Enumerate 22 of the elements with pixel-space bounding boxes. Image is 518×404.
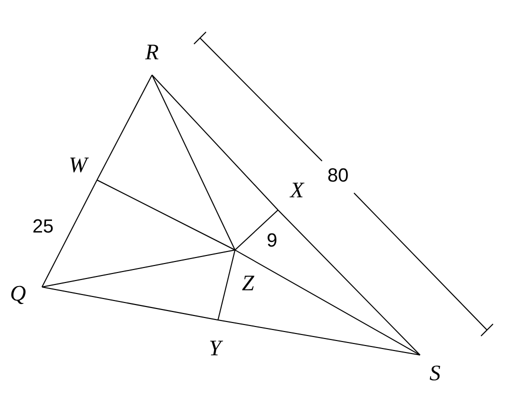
measure-label: 80 <box>328 168 348 182</box>
line-segment <box>278 210 420 356</box>
line-segment <box>152 74 236 250</box>
line-segment <box>218 320 420 356</box>
point: R <box>145 44 158 60</box>
point: Q <box>11 286 26 304</box>
line-segment <box>42 250 236 288</box>
line-segment <box>96 74 152 180</box>
line-segment <box>42 180 98 288</box>
line-segment <box>96 180 236 250</box>
line-segment <box>42 286 218 320</box>
line-segment <box>152 74 278 210</box>
point: W <box>70 158 89 172</box>
line-segment <box>234 250 420 356</box>
measure-label: 25 <box>33 219 53 233</box>
line-segment <box>234 210 278 250</box>
measure-label: 9 <box>268 233 276 247</box>
point: Z <box>242 276 254 290</box>
point: Y <box>210 340 224 356</box>
line-segment <box>218 250 236 320</box>
point: X <box>290 182 304 198</box>
point: S <box>430 366 440 380</box>
